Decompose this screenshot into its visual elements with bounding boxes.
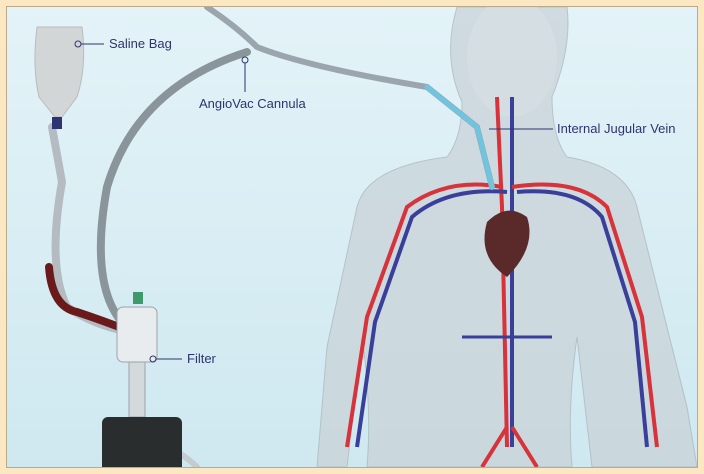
heart [484,210,530,277]
filter-device [116,292,158,418]
label-angiovac-cannula: AngioVac Cannula [199,96,306,111]
blood-vessels [345,96,659,467]
label-internal-jugular-vein: Internal Jugular Vein [557,121,676,136]
label-saline-bag: Saline Bag [109,36,172,51]
angiovac-illustration [34,7,697,467]
tubing [45,7,495,467]
saline-bag [34,26,85,118]
collection-canister [102,417,182,467]
leader-lines [74,40,553,363]
diagram-frame: Saline Bag AngioVac Cannula Internal Jug… [6,6,698,468]
label-filter: Filter [187,351,216,366]
bag-clamp [52,117,62,129]
